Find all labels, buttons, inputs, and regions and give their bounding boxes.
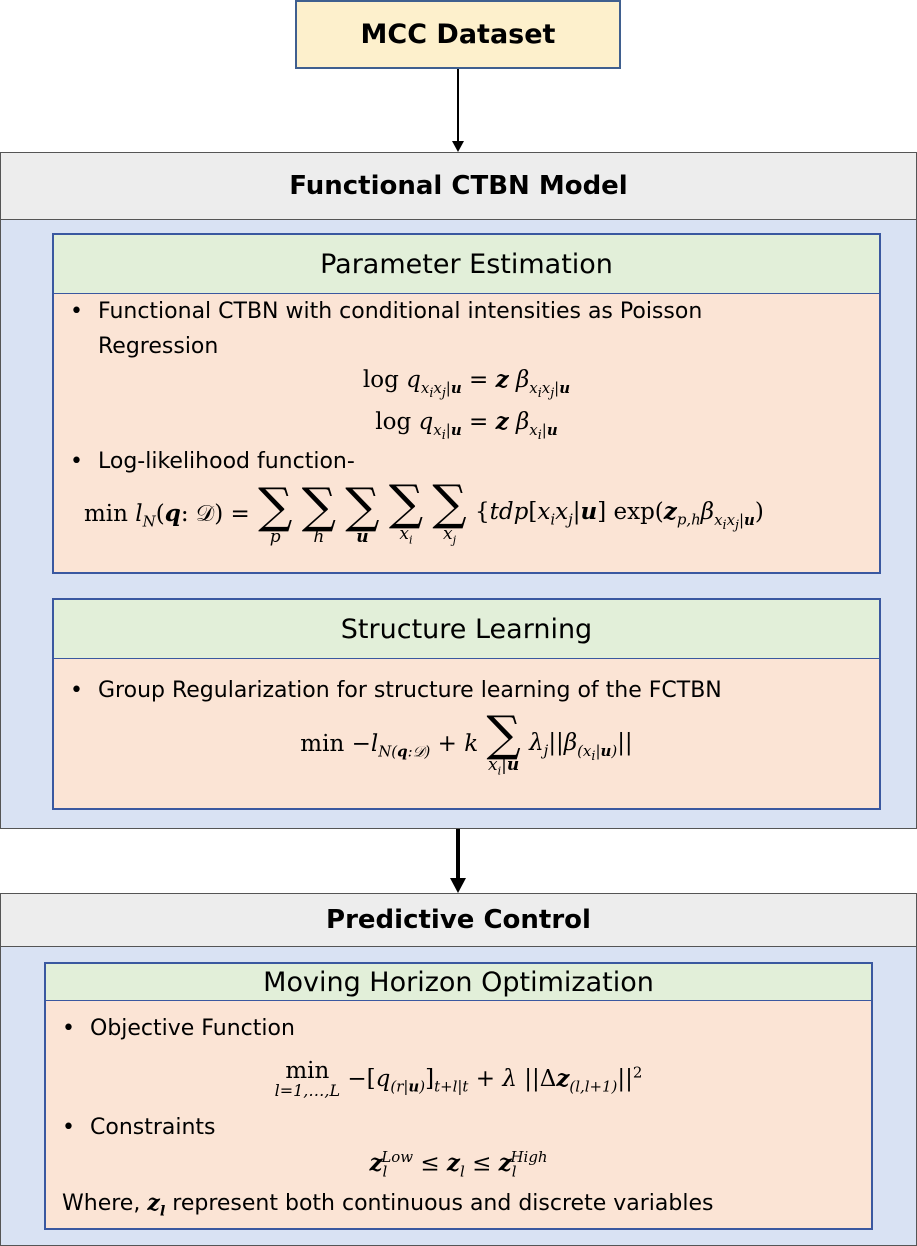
param-bullet-2: • Log-likelihood function- [70, 449, 355, 474]
panel-title-model: Functional CTBN Model [1, 153, 916, 220]
param-bullet-1-cont: Regression [98, 334, 219, 359]
mho-bullet-1-text: Objective Function [90, 1016, 295, 1041]
mho-where-line: Where, zl represent both continuous and … [62, 1186, 713, 1229]
structure-bullet-1-text: Group Regularization for structure learn… [98, 678, 722, 703]
structure-learning-box: Structure Learning • Group Regularizatio… [52, 598, 881, 810]
arrow-dataset-to-model [452, 69, 464, 152]
parameter-estimation-title: Parameter Estimation [320, 248, 613, 280]
mho-header: Moving Horizon Optimization [46, 964, 871, 1001]
mho-bullet-2: • Constraints [62, 1115, 216, 1140]
structure-bullet-1: • Group Regularization for structure lea… [70, 678, 722, 703]
mho-bullet-2-text: Constraints [90, 1115, 216, 1140]
predictive-control-panel: Predictive Control Moving Horizon Optimi… [0, 893, 917, 1246]
dataset-label: MCC Dataset [360, 19, 556, 50]
dataset-box: MCC Dataset [295, 0, 621, 69]
parameter-estimation-header: Parameter Estimation [54, 235, 879, 294]
mho-title: Moving Horizon Optimization [263, 966, 654, 998]
structure-learning-header: Structure Learning [54, 600, 879, 659]
control-title: Predictive Control [326, 905, 591, 935]
panel-title-control: Predictive Control [1, 894, 916, 947]
parameter-estimation-box: Parameter Estimation • Functional CTBN w… [52, 233, 881, 574]
param-bullet-2-text: Log-likelihood function- [98, 449, 355, 474]
mho-where-prefix: Where, [62, 1191, 141, 1216]
mho-bullet-1: • Objective Function [62, 1016, 295, 1041]
structure-learning-title: Structure Learning [340, 613, 593, 645]
moving-horizon-optimization-box: Moving Horizon Optimization • Objective … [44, 962, 873, 1230]
param-bullet-1-text: Functional CTBN with conditional intensi… [98, 299, 703, 324]
equation-log-q-xixj: log qxixj|u = z βxixj|u [362, 366, 571, 400]
z-l-symbol: zl [147, 1190, 166, 1220]
functional-ctbn-model-panel: Functional CTBN Model Parameter Estimati… [0, 152, 917, 829]
equation-objective: min l=1,…,L −[q(r|u)]t+l|t + λ ||Δz(l,l+… [274, 1058, 643, 1100]
equation-group-regularization: min −lN(q:𝒟) + k ∑xi|u λj||β(xi|u)|| [300, 706, 633, 778]
param-bullet-1: • Functional CTBN with conditional inten… [70, 299, 703, 359]
model-title: Functional CTBN Model [289, 171, 628, 201]
arrow-model-to-control [450, 828, 466, 893]
mho-where-suffix: represent both continuous and discrete v… [172, 1191, 714, 1216]
equation-log-q-xi: log qxi|u = z βxi|u [375, 408, 558, 442]
equation-constraints: zlLow ≤ zl ≤ zlHigh [369, 1148, 548, 1181]
equation-log-likelihood: min lN(q: 𝒟) = ∑p ∑h ∑u ∑xi ∑xj {tdp[xix… [84, 475, 764, 548]
